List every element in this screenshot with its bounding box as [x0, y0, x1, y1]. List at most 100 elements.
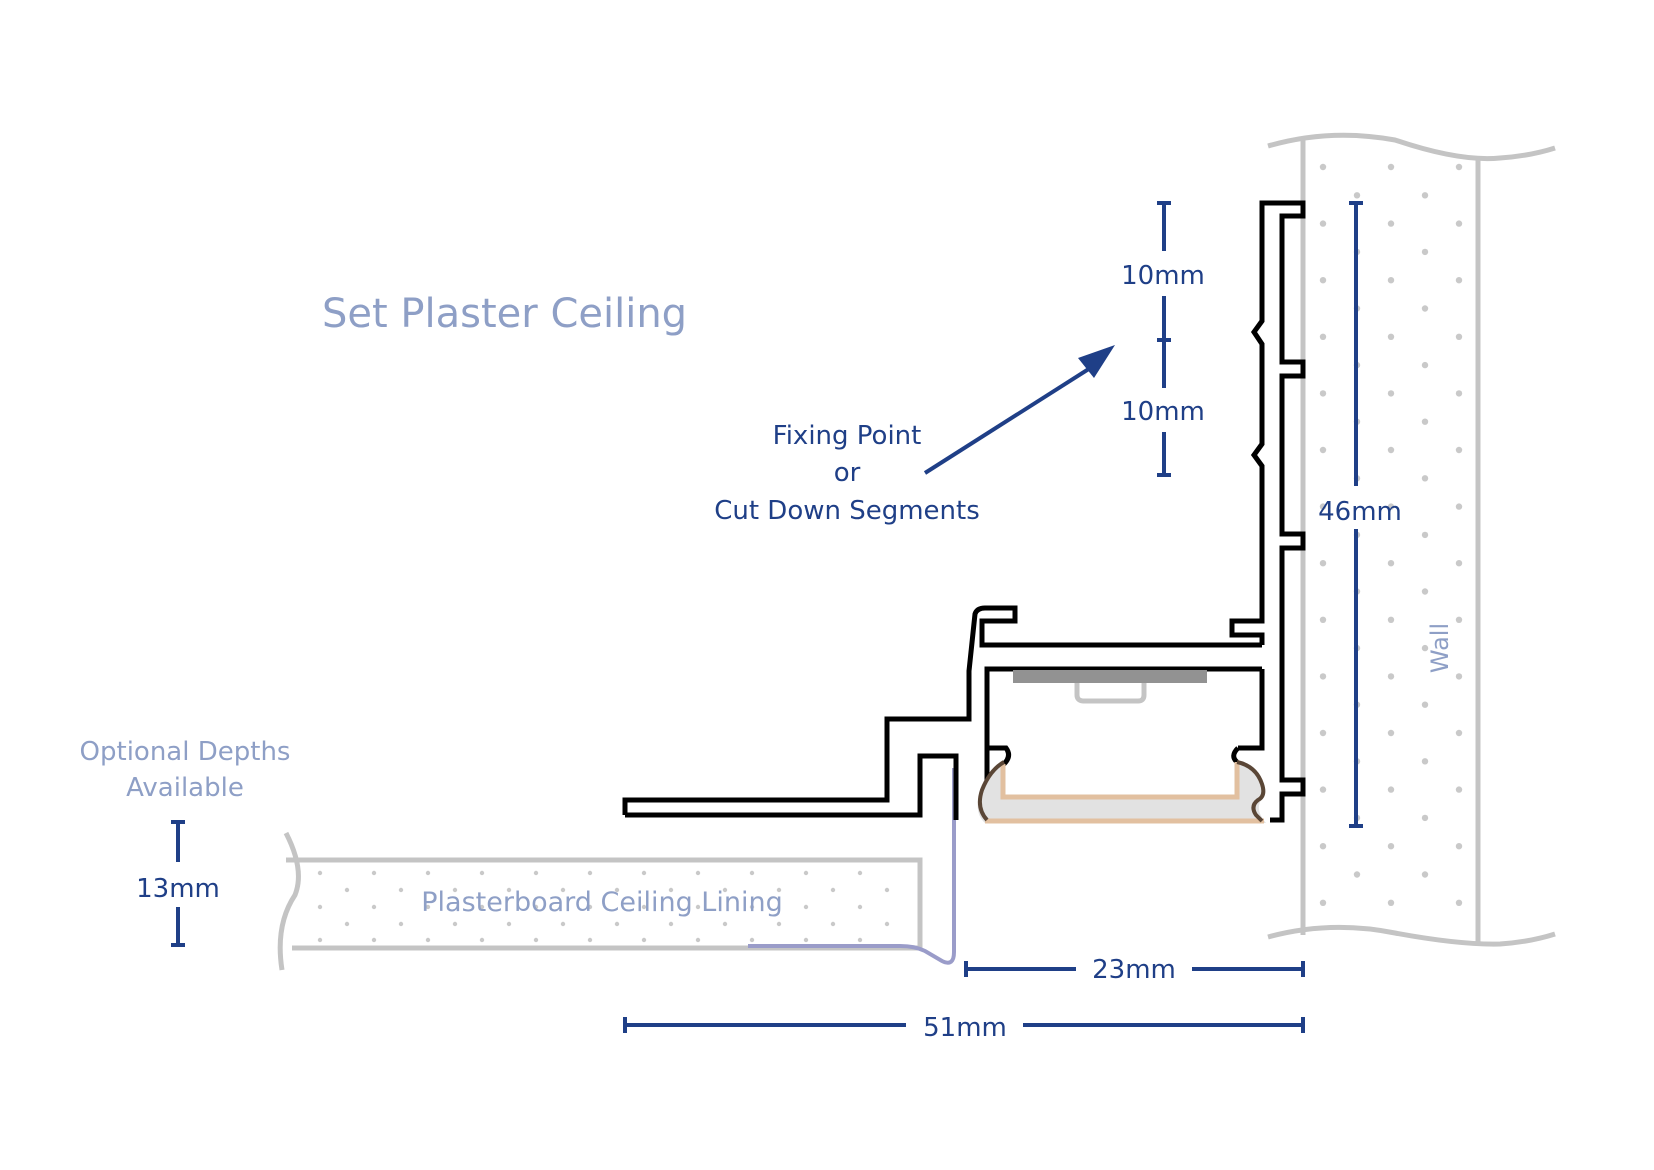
channel-width-dim-label: 23mm: [1092, 955, 1176, 985]
texture-dot: [1421, 758, 1429, 765]
texture-dot: [1387, 843, 1395, 850]
diagram-title: Set Plaster Ceiling: [322, 291, 687, 337]
optional-depths-label-line1: Optional Depths: [80, 737, 291, 767]
texture-dot: [884, 921, 890, 927]
texture-dot: [830, 887, 836, 893]
texture-dot: [506, 887, 512, 893]
texture-dot: [1387, 446, 1395, 454]
texture-dot: [398, 887, 404, 893]
texture-dot: [1319, 446, 1327, 454]
segment-lower-dim-label: 10mm: [1121, 397, 1205, 427]
profile-height-dim-label: 46mm: [1318, 497, 1402, 527]
texture-dot: [1387, 333, 1395, 340]
texture-dot: [1455, 560, 1463, 567]
texture-dot: [560, 921, 566, 927]
profile-lower-step: [625, 753, 959, 820]
texture-dot: [317, 870, 323, 876]
texture-dot: [1455, 390, 1463, 397]
texture-dot: [1387, 729, 1395, 737]
plasterboard: Plasterboard Ceiling Lining: [277, 831, 923, 971]
texture-dot: [695, 937, 701, 943]
plasterboard-break-edge: [277, 831, 301, 971]
fixing-point-annotation: Fixing Point or Cut Down Segments: [714, 345, 1115, 526]
texture-dot: [533, 937, 539, 943]
texture-dot: [1319, 616, 1327, 623]
texture-dot: [857, 870, 863, 876]
texture-dot: [857, 937, 863, 943]
texture-dot: [641, 904, 647, 910]
texture-dot: [1319, 163, 1327, 171]
texture-dot: [641, 870, 647, 876]
texture-dot: [1455, 503, 1463, 510]
texture-dot: [344, 921, 350, 927]
texture-dot: [371, 904, 377, 910]
channel-width-dimension: 23mm: [964, 955, 1305, 985]
texture-dot: [1319, 277, 1327, 284]
texture-dot: [533, 904, 539, 910]
texture-dot: [1421, 192, 1429, 199]
aluminium-profile: [622, 200, 1306, 823]
texture-dot: [317, 904, 323, 910]
height-dimension: 46mm: [1318, 201, 1402, 828]
texture-dot: [1387, 163, 1395, 171]
texture-dot: [695, 870, 701, 876]
texture-dot: [803, 870, 809, 876]
texture-dot: [1455, 899, 1463, 906]
segment-dimensions: 10mm 10mm: [1121, 201, 1205, 477]
led-clip: [1074, 683, 1147, 704]
texture-dot: [1455, 843, 1463, 850]
texture-dot: [1387, 673, 1395, 680]
texture-dot: [1421, 701, 1429, 708]
texture-dot: [1387, 899, 1395, 906]
texture-dot: [1319, 729, 1327, 737]
texture-dot: [371, 870, 377, 876]
profile-back-spine: [1229, 200, 1306, 823]
texture-dot: [1319, 220, 1327, 227]
segment-upper-dim-label: 10mm: [1121, 261, 1205, 291]
texture-dot: [1455, 220, 1463, 227]
texture-dot: [857, 904, 863, 910]
texture-dot: [1387, 560, 1395, 567]
texture-dot: [1455, 333, 1463, 340]
texture-dot: [1387, 616, 1395, 623]
texture-dot: [344, 887, 350, 893]
texture-dot: [1319, 333, 1327, 340]
profile-channel-left-lip: [987, 745, 1012, 766]
texture-dot: [695, 904, 701, 910]
texture-dot: [1319, 899, 1327, 906]
plasterboard-depth-dimension: Optional Depths Available 13mm: [80, 737, 291, 947]
diffuser-body: [977, 762, 1266, 823]
plasterboard-outline: [286, 857, 923, 951]
plasterboard-texture-dots: [317, 870, 890, 943]
texture-dot: [803, 937, 809, 943]
texture-dot: [1421, 814, 1429, 822]
texture-dot: [722, 921, 728, 927]
led-strip: [1013, 670, 1207, 683]
texture-dot: [803, 904, 809, 910]
wall-bottom-break-edge: [1267, 924, 1556, 947]
texture-dot: [641, 937, 647, 943]
texture-dot: [371, 937, 377, 943]
texture-dot: [479, 904, 485, 910]
wall-texture-dots: [1319, 163, 1463, 906]
texture-dot: [1421, 588, 1429, 595]
profile-channel-right-wall: [1238, 669, 1265, 751]
plasterboard-label: Plasterboard Ceiling Lining: [421, 887, 782, 918]
texture-dot: [749, 904, 755, 910]
texture-dot: [479, 937, 485, 943]
texture-dot: [1455, 616, 1463, 623]
texture-dot: [1455, 673, 1463, 680]
fixing-point-label-line1: Fixing Point: [773, 421, 922, 451]
fixing-point-label-line3: Cut Down Segments: [714, 496, 980, 526]
end-cap-left: [977, 760, 1006, 822]
texture-dot: [1319, 843, 1327, 850]
texture-dot: [1421, 871, 1429, 878]
texture-dot: [425, 937, 431, 943]
texture-dot: [1455, 446, 1463, 454]
wall: Wall: [1267, 132, 1556, 947]
texture-dot: [1319, 503, 1327, 510]
texture-dot: [587, 904, 593, 910]
texture-dot: [533, 870, 539, 876]
texture-dot: [1421, 418, 1429, 425]
